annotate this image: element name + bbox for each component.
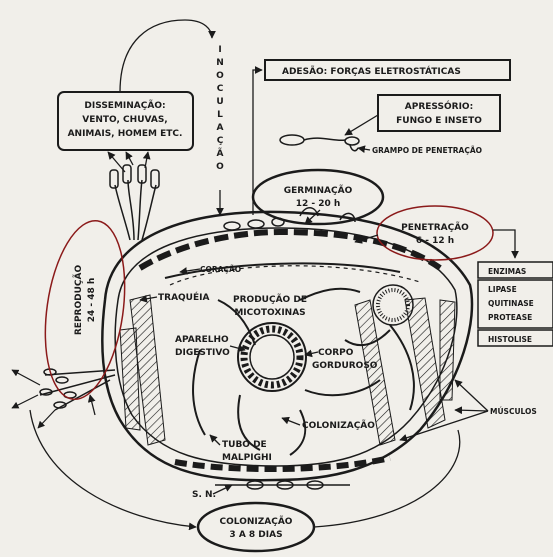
adesao-label: ADESÃO: FORÇAS ELETROSTÁTICAS <box>282 65 461 77</box>
reproducao-label: REPRODUÇÃO 24 - 48 h <box>73 265 97 336</box>
conidiophores <box>110 165 159 240</box>
penetration-ellipse <box>377 206 493 260</box>
adesao-box: ADESÃO: FORÇAS ELETROSTÁTICAS <box>265 60 510 80</box>
enzima-lipase: LIPASE <box>488 285 517 294</box>
corpo-line-1: CORPO <box>318 348 354 358</box>
disseminacao-box: DISSEMINAÇÃO: VENTO, CHUVAS, ANIMAIS, HO… <box>58 92 193 150</box>
sn-label: S. N. <box>192 490 216 500</box>
traqueia-label: TRAQUÉIA <box>158 291 209 303</box>
producao-line-1: PRODUÇÃO DE <box>233 294 307 305</box>
inoculacao-letter: Ç <box>217 136 224 146</box>
inoculacao-letter: A <box>217 123 224 133</box>
germinacao-line-2: 12 - 20 h <box>296 199 341 209</box>
nerve-cord <box>215 481 350 489</box>
coracao-label: CORAÇÃO <box>200 265 241 274</box>
apressorio-line-1: APRESSÓRIO: <box>405 100 473 112</box>
colonizacao-internal-label: COLONIZAÇÃO <box>302 420 375 431</box>
grampo-label: GRAMPO DE PENETRAÇÃO <box>372 146 482 155</box>
appressorium-drawing <box>280 135 359 151</box>
enzima-histolise: HISTOLISE <box>488 335 532 344</box>
colonization-ellipse <box>198 503 314 551</box>
corpo-line-2: GORDUROSO <box>312 361 378 371</box>
enzimas-header: ENZIMAS <box>488 267 526 276</box>
colonizacao-line-2: 3 A 8 DIAS <box>229 530 282 540</box>
digestive-ring <box>238 323 306 391</box>
enzima-quitinase: QUITINASE <box>488 299 534 308</box>
inoculacao-letter: L <box>217 110 223 120</box>
germinacao-line-1: GERMINAÇÃO <box>284 185 353 196</box>
inoculacao-letter: O <box>216 71 224 81</box>
dispersal-arrows <box>12 370 55 428</box>
aparelho-line-2: DIGESTIVO <box>175 348 230 358</box>
reproduction-ellipse <box>35 216 135 405</box>
reproducao-line-2: 24 - 48 h <box>87 278 97 323</box>
disseminacao-line-3: ANIMAIS, HOMEM ETC. <box>68 129 183 139</box>
musculos-label: MÚSCULOS <box>490 407 537 416</box>
enzimas-table: ENZIMAS LIPASE QUITINASE PROTEASE HISTOL… <box>478 262 553 346</box>
apressorio-box: APRESSÓRIO: FUNGO E INSETO <box>378 95 500 131</box>
penetracao-line-1: PENETRAÇÃO <box>401 222 469 233</box>
disseminacao-line-1: DISSEMINAÇÃO: <box>84 100 165 111</box>
tubo-line-1: TUBO DE <box>222 440 267 450</box>
inoculacao-letter: C <box>217 84 224 94</box>
enzima-protease: PROTEASE <box>488 313 532 322</box>
aparelho-line-1: APARELHO <box>175 335 229 345</box>
fat-body <box>373 285 413 325</box>
colonizacao-line-1: COLONIZAÇÃO <box>220 516 293 527</box>
tubo-line-2: MALPIGHI <box>222 453 272 463</box>
penetracao-line-2: 6 - 12 h <box>416 236 454 246</box>
inoculacao-letter: I <box>218 45 221 55</box>
inoculacao-letter: O <box>216 162 224 172</box>
disseminacao-line-2: VENTO, CHUVAS, <box>82 115 167 125</box>
inoculacao-letter: U <box>216 97 223 107</box>
producao-line-2: MICOTOXINAS <box>234 308 305 318</box>
inoculacao-letter: N <box>216 58 224 68</box>
inoculacao-letter: Ã <box>217 148 224 159</box>
apressorio-line-2: FUNGO E INSETO <box>396 116 482 126</box>
reproducao-line-1: REPRODUÇÃO <box>73 265 84 336</box>
